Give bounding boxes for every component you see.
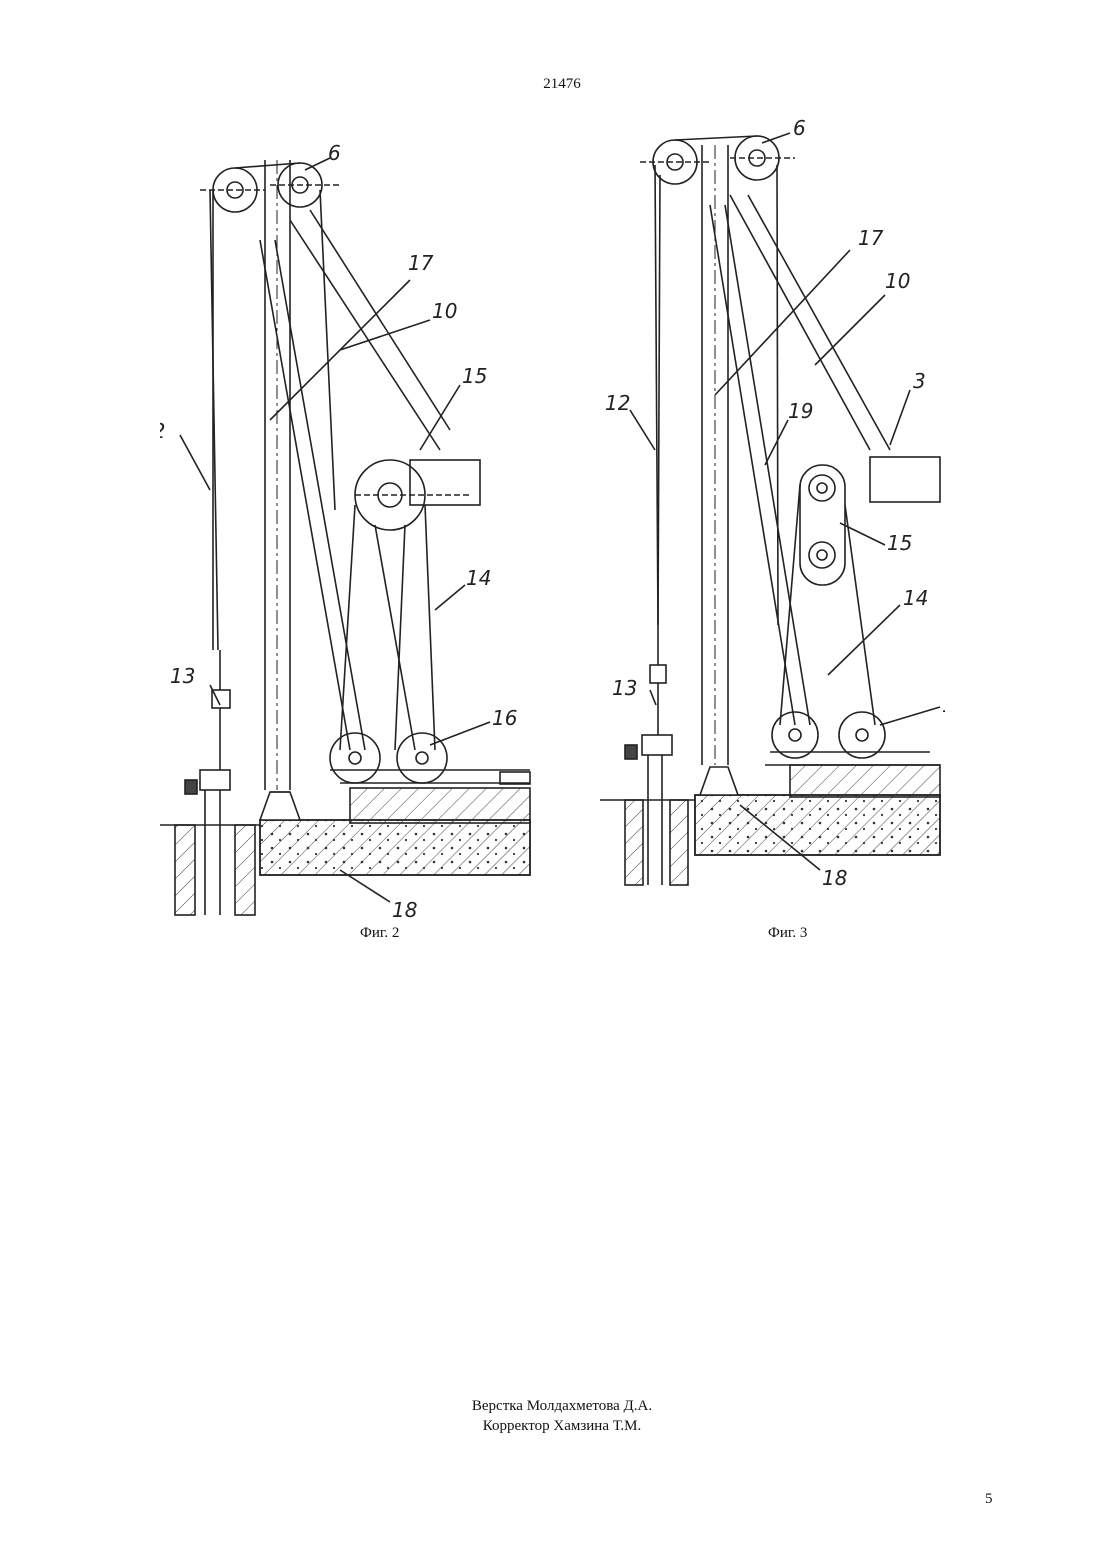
- figure-3-label-17: 17: [858, 226, 884, 250]
- figure-3-caption: Фиг. 3: [768, 925, 807, 942]
- credits: Верстка Молдахметова Д.А. Корректор Хамз…: [0, 1396, 1100, 1436]
- figure-2-label-18: 18: [392, 898, 417, 920]
- proofreader-credit: Корректор Хамзина Т.М.: [0, 1416, 1100, 1436]
- figure-2-label-16: 16: [492, 706, 517, 730]
- figure-3-label-16: 16: [942, 693, 945, 717]
- figure-2-label-13: 13: [170, 664, 195, 688]
- figure-2-label-15: 15: [462, 364, 487, 388]
- figure-3-label-6: 6: [793, 116, 806, 140]
- figure-3-drawing: 6 17 10 3 12 19 15 14 13 16 18: [600, 105, 945, 895]
- figure-3-label-14: 14: [903, 586, 928, 610]
- figure-3-label-12: 12: [605, 391, 630, 415]
- layout-credit: Верстка Молдахметова Д.А.: [0, 1396, 1100, 1416]
- figure-2-label-14: 14: [466, 566, 491, 590]
- figure-3-label-10: 10: [885, 269, 910, 293]
- figure-2-label-6: 6: [328, 141, 341, 165]
- document-number: 21476: [0, 76, 1100, 93]
- page-number: 5: [985, 1491, 993, 1508]
- figure-2-label-10: 10: [432, 299, 457, 323]
- figure-3-label-18: 18: [822, 866, 847, 890]
- figure-2-label-12: 12: [160, 419, 165, 443]
- figure-3-label-15: 15: [887, 531, 912, 555]
- figure-2-caption: Фиг. 2: [360, 925, 399, 942]
- figure-2-drawing: 6 17 10 15 12 14 13 16 18: [160, 130, 550, 920]
- figure-3-label-13: 13: [612, 676, 637, 700]
- figure-2-label-17: 17: [408, 251, 434, 275]
- figure-3-label-3: 3: [913, 369, 926, 393]
- figure-3-label-19: 19: [788, 399, 813, 423]
